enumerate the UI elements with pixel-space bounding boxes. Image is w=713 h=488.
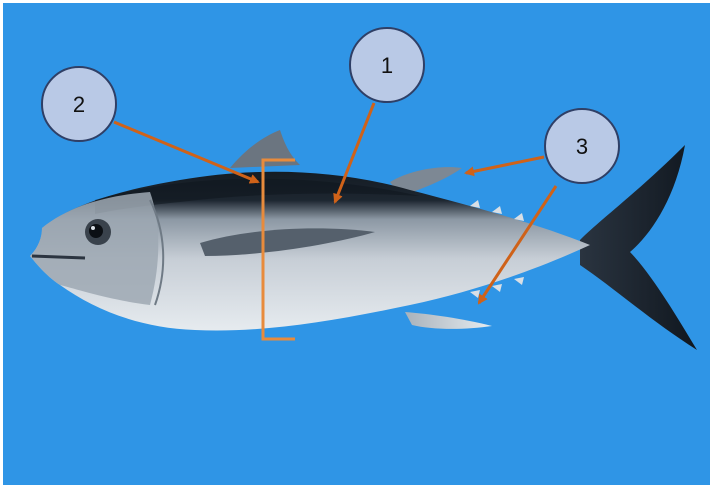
- fish-eye-glint: [91, 226, 95, 230]
- callout-3: 3: [545, 109, 619, 183]
- callout-2-label: 2: [73, 92, 85, 117]
- fish-eye-inner: [89, 224, 103, 238]
- callout-2: 2: [42, 67, 116, 141]
- callout-3-label: 3: [576, 134, 588, 159]
- callout-1-label: 1: [381, 53, 393, 78]
- fish-mouth: [32, 256, 85, 258]
- callout-1: 1: [350, 28, 424, 102]
